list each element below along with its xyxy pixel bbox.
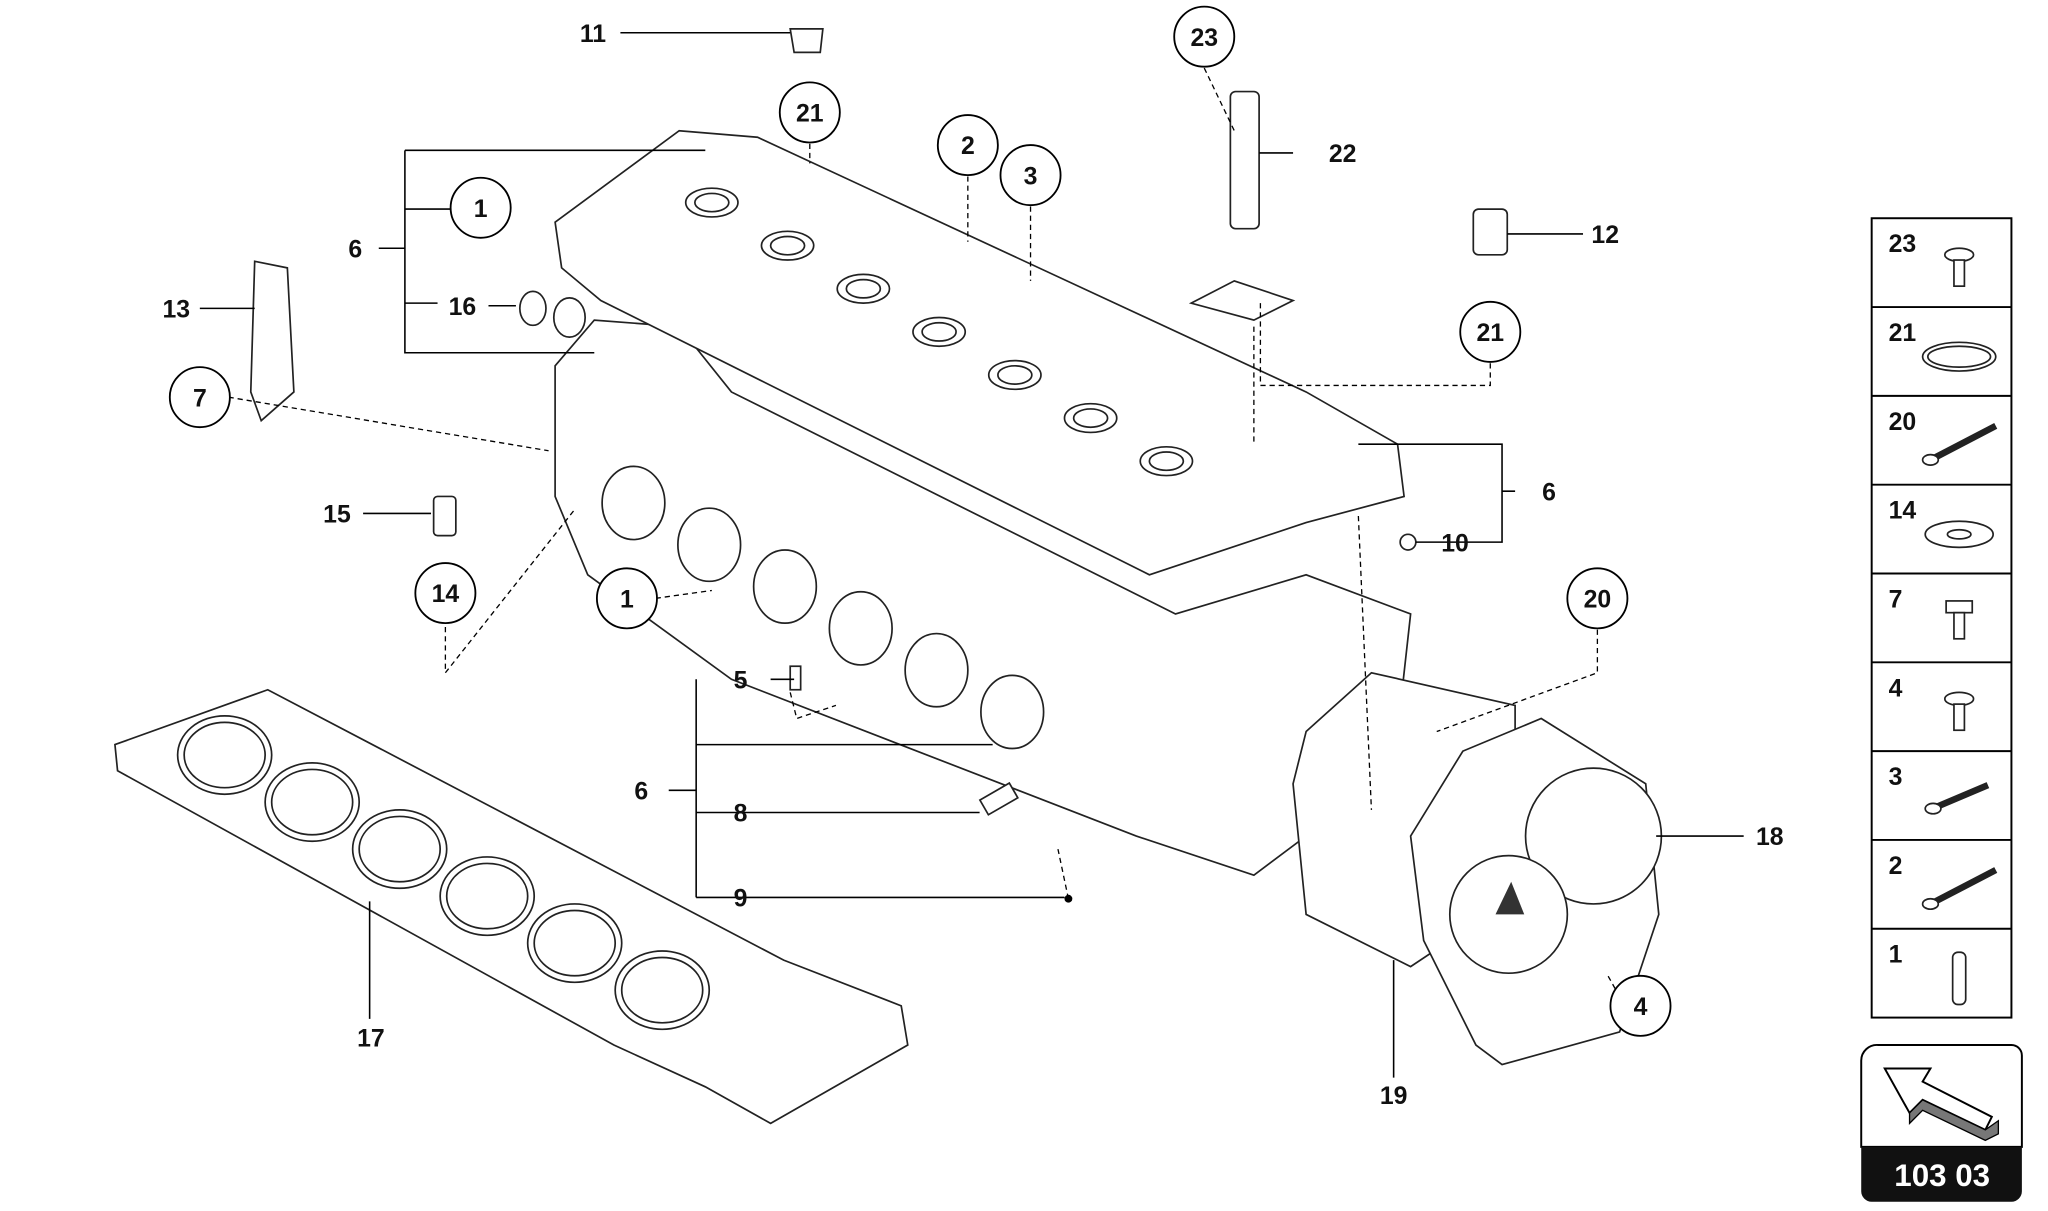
callout-label: 23 [1190,25,1218,52]
legend-row-20[interactable]: 20 [1871,394,2012,466]
timing-cover [1409,717,1663,1066]
legend-row-1[interactable]: 1 [1871,927,2012,1006]
callout-8[interactable]: 8 [734,801,748,828]
screw-short-icon [1943,247,1975,288]
legend-number: 14 [1889,498,1917,525]
callout-1[interactable]: 1 [595,567,658,630]
callout-1[interactable]: 1 [449,176,512,239]
legend-row-3[interactable]: 3 [1871,750,2012,815]
callout-7[interactable]: 7 [168,366,231,429]
callout-6[interactable]: 6 [348,236,362,263]
callout-10[interactable]: 10 [1441,530,1469,557]
legend-number: 2 [1889,853,1903,880]
legend-number: 3 [1889,764,1903,791]
small-parts [249,27,1509,903]
legend-number: 23 [1889,231,1917,258]
callout-4[interactable]: 4 [1609,974,1672,1037]
legend-number: 21 [1889,320,1917,347]
legend-row-2[interactable]: 2 [1871,838,2012,911]
callout-label: 2 [961,133,975,160]
long-bolt-icon [1921,423,1998,466]
callout-21[interactable]: 21 [1459,300,1522,363]
leader-lines [199,31,1744,1078]
legend-number: 7 [1889,586,1903,613]
page-code-box[interactable]: 103 03 [1860,1044,2023,1202]
camshaft-carrier [554,129,1406,576]
legend-row-21[interactable]: 21 [1871,306,2012,372]
callout-label: 3 [1024,163,1038,190]
cylinder-head [554,319,1412,877]
callout-11[interactable]: 11 [580,21,606,48]
callout-label: 21 [1476,320,1504,347]
screw-short-icon [1943,691,1975,732]
bolt-icon [1924,782,1990,815]
callout-label: 21 [796,101,824,128]
callout-21[interactable]: 21 [778,81,841,144]
callout-16[interactable]: 16 [449,294,477,321]
callout-6[interactable]: 6 [1542,479,1556,506]
callout-label: 1 [474,196,488,223]
callout-2[interactable]: 2 [936,114,999,177]
callout-20[interactable]: 20 [1566,567,1629,630]
legend-row-23[interactable]: 23 [1889,231,1975,288]
legend-number: 1 [1889,942,1903,969]
callout-label: 20 [1584,586,1612,613]
callout-23[interactable]: 23 [1173,5,1236,68]
legend-row-7[interactable]: 7 [1871,572,2012,640]
callout-6[interactable]: 6 [634,778,648,805]
callout-14[interactable]: 14 [414,562,477,625]
hex-bolt-icon [1945,600,1974,640]
seal-ring-icon [1921,341,1997,372]
legend-number: 20 [1889,409,1917,436]
callout-17[interactable]: 17 [357,1025,385,1052]
legend-row-4[interactable]: 4 [1871,661,2012,732]
legend-number: 4 [1889,675,1903,702]
callout-9[interactable]: 9 [734,886,748,913]
callout-5[interactable]: 5 [734,667,748,694]
callout-19[interactable]: 19 [1380,1083,1408,1110]
page-code: 103 03 [1894,1158,1990,1193]
callout-18[interactable]: 18 [1756,824,1784,851]
callout-3[interactable]: 3 [999,144,1062,207]
callout-12[interactable]: 12 [1591,222,1619,249]
dowel-pin-icon [1951,951,1967,1006]
callout-label: 1 [620,586,634,613]
washer-icon [1924,520,1994,549]
callout-13[interactable]: 13 [163,297,191,324]
long-bolt-icon [1921,867,1998,911]
callout-label: 4 [1634,994,1648,1021]
legend-row-14[interactable]: 14 [1871,483,2012,549]
callout-22[interactable]: 22 [1329,141,1357,168]
callout-label: 14 [432,581,460,608]
callout-label: 7 [193,385,207,412]
callout-15[interactable]: 15 [323,502,351,529]
cylinder-head-gasket [114,688,909,1125]
